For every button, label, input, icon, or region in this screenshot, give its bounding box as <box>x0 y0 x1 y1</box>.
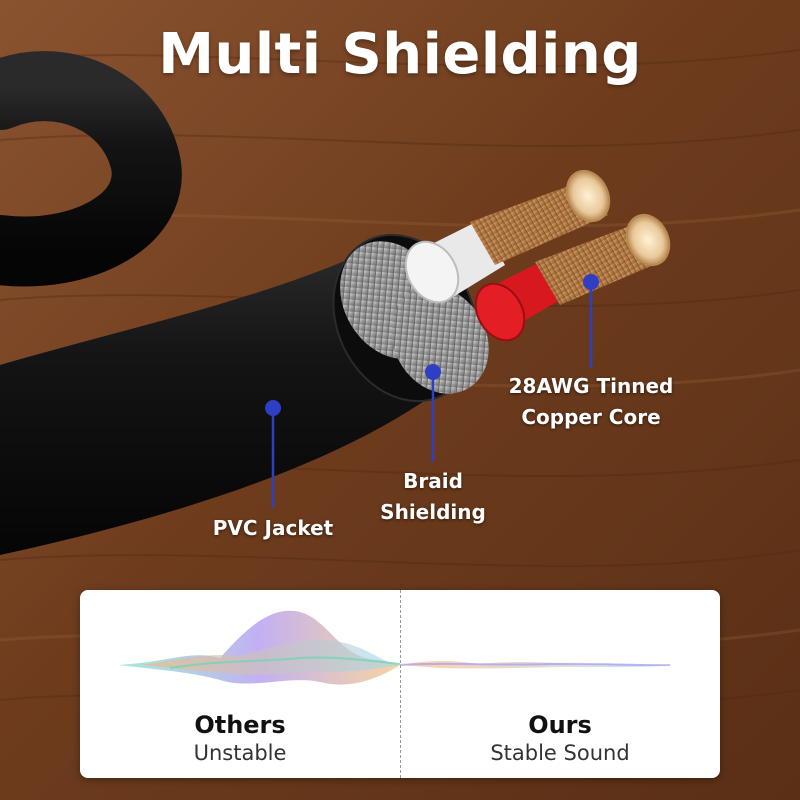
sound-wave-icon <box>118 610 671 685</box>
others-subtitle: Unstable <box>193 741 287 765</box>
label-braid-line-1: Braid <box>403 469 463 493</box>
others-title: Others <box>194 711 286 739</box>
label-copper-core: 28AWG Tinned Copper Core <box>490 371 692 433</box>
ours-subtitle: Stable Sound <box>490 741 630 765</box>
label-braid-line-2: Shielding <box>380 500 486 524</box>
label-pvc-jacket: PVC Jacket <box>212 516 334 540</box>
marker-dot-icon <box>425 364 441 380</box>
page-title: Multi Shielding <box>158 22 642 87</box>
marker-dot-icon <box>265 400 281 416</box>
ours-title: Ours <box>528 711 592 739</box>
label-core-line-2: Copper Core <box>521 405 661 429</box>
label-core-line-1: 28AWG Tinned <box>508 374 674 398</box>
panel-divider <box>400 590 401 778</box>
comparison-panel: Others Unstable Ours Stable Sound <box>80 590 720 778</box>
marker-dot-icon <box>583 274 599 290</box>
label-braid-shielding: Braid Shielding <box>368 466 498 528</box>
